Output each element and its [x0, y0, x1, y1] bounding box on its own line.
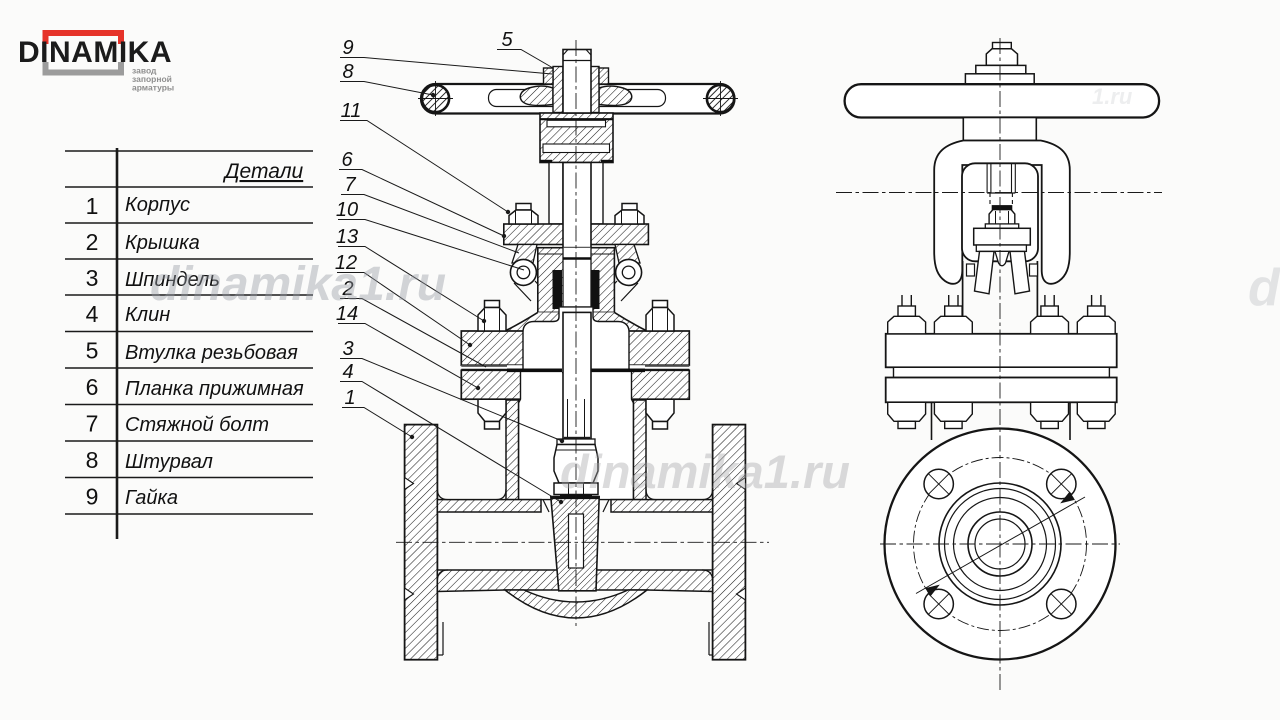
svg-text:8: 8 [86, 447, 99, 473]
svg-text:dinamika1.ru: dinamika1.ru [560, 445, 850, 498]
svg-text:11: 11 [341, 100, 362, 122]
svg-text:Корпус: Корпус [125, 194, 190, 216]
svg-text:7: 7 [344, 174, 356, 196]
svg-text:Штурвал: Штурвал [125, 451, 213, 473]
svg-text:Стяжной болт: Стяжной болт [125, 414, 269, 436]
svg-text:13: 13 [336, 226, 358, 248]
svg-text:Шпиндель: Шпиндель [125, 269, 220, 291]
svg-text:dinamika1.ru: dinamika1.ru [150, 258, 446, 311]
svg-text:DINAMIKA: DINAMIKA [18, 36, 172, 69]
svg-text:2: 2 [341, 278, 353, 300]
svg-text:di: di [1248, 259, 1280, 317]
svg-text:9: 9 [86, 484, 99, 510]
svg-text:1: 1 [86, 193, 99, 219]
svg-text:12: 12 [335, 252, 357, 274]
svg-text:запорной: запорной [132, 74, 172, 84]
svg-text:3: 3 [342, 338, 353, 360]
svg-text:8: 8 [342, 61, 353, 83]
svg-text:арматуры: арматуры [132, 83, 174, 93]
svg-text:5: 5 [86, 338, 99, 364]
svg-text:9: 9 [342, 37, 353, 59]
svg-text:4: 4 [86, 301, 99, 327]
svg-text:завод: завод [132, 66, 157, 76]
svg-text:5: 5 [501, 29, 513, 51]
svg-text:Крышка: Крышка [125, 232, 200, 254]
svg-text:6: 6 [86, 374, 99, 400]
svg-text:7: 7 [86, 411, 99, 437]
svg-text:Клин: Клин [125, 304, 170, 326]
svg-text:4: 4 [342, 361, 353, 383]
svg-text:14: 14 [336, 303, 358, 325]
svg-text:Гайка: Гайка [125, 487, 178, 509]
svg-text:Втулка резьбовая: Втулка резьбовая [125, 342, 298, 364]
svg-text:1: 1 [344, 387, 355, 409]
svg-text:Планка прижимная: Планка прижимная [125, 378, 304, 400]
svg-text:2: 2 [86, 229, 99, 255]
svg-text:6: 6 [341, 149, 353, 171]
svg-text:1.ru: 1.ru [1092, 84, 1133, 109]
svg-text:3: 3 [86, 265, 99, 291]
svg-text:10: 10 [336, 199, 358, 221]
svg-text:Детали: Детали [223, 160, 304, 183]
